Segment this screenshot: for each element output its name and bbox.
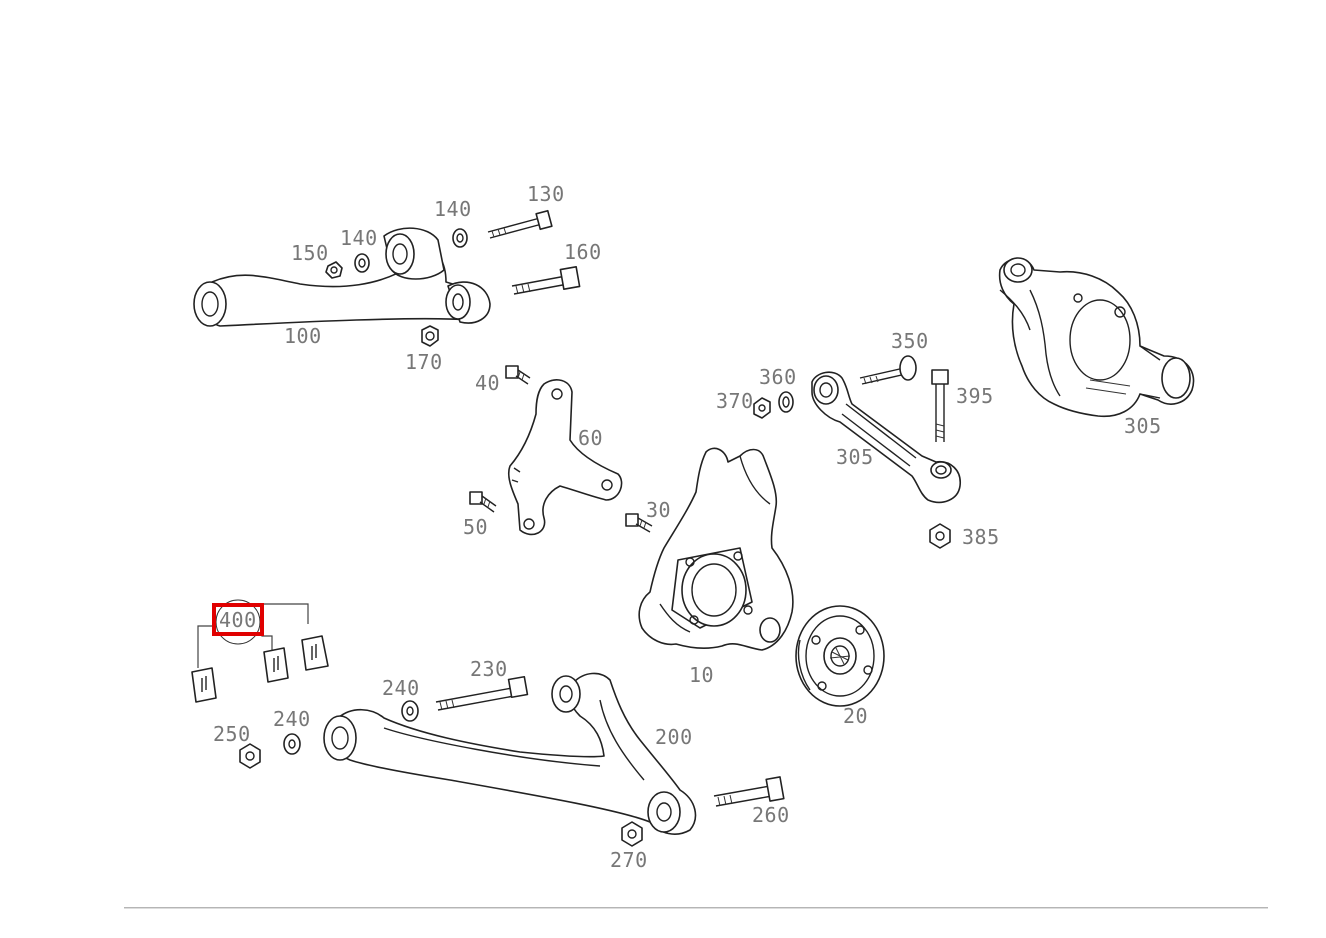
- part-350-bolt[interactable]: [859, 355, 917, 385]
- callout-20[interactable]: 20: [843, 704, 869, 728]
- part-140-washer-2[interactable]: [354, 253, 370, 273]
- callout-140[interactable]: 140: [434, 197, 472, 221]
- callout-150[interactable]: 150: [291, 241, 329, 265]
- callout-50[interactable]: 50: [463, 515, 489, 539]
- callout-385[interactable]: 385: [962, 525, 1000, 549]
- callout-260[interactable]: 260: [752, 803, 790, 827]
- callout-130[interactable]: 130: [527, 182, 565, 206]
- callout-40[interactable]: 40: [475, 371, 501, 395]
- part-400-shims[interactable]: [191, 599, 329, 703]
- callout-350[interactable]: 350: [891, 329, 929, 353]
- callout-240[interactable]: 240: [382, 676, 420, 700]
- callout-30[interactable]: 30: [646, 498, 672, 522]
- callout-60[interactable]: 60: [578, 426, 604, 450]
- part-50-bolt[interactable]: [469, 491, 497, 513]
- callout-230[interactable]: 230: [470, 657, 508, 681]
- callout-100[interactable]: 100: [284, 324, 322, 348]
- callout-140-second[interactable]: 140: [340, 226, 378, 250]
- callout-200[interactable]: 200: [655, 725, 693, 749]
- callout-395[interactable]: 395: [956, 384, 994, 408]
- part-150-nut[interactable]: [325, 261, 343, 279]
- part-240-washer[interactable]: [401, 700, 419, 722]
- part-305-link-arm[interactable]: [811, 371, 961, 504]
- callout-160[interactable]: 160: [564, 240, 602, 264]
- part-40-bolt[interactable]: [505, 365, 531, 385]
- part-305-actuator-assembly[interactable]: [998, 257, 1195, 418]
- callout-250[interactable]: 250: [213, 722, 251, 746]
- part-30-bolt[interactable]: [625, 513, 653, 533]
- callout-360[interactable]: 360: [759, 365, 797, 389]
- part-10-wheel-carrier[interactable]: [638, 447, 794, 651]
- callout-305-second[interactable]: 305: [1124, 414, 1162, 438]
- part-250-nut[interactable]: [239, 743, 261, 769]
- part-270-nut[interactable]: [621, 821, 643, 847]
- part-260-bolt[interactable]: [713, 776, 785, 807]
- part-100-upper-control-arm[interactable]: [193, 227, 491, 327]
- part-395-bolt[interactable]: [931, 369, 949, 442]
- callout-240-second[interactable]: 240: [273, 707, 311, 731]
- part-20-wheel-hub[interactable]: [795, 605, 885, 707]
- part-360-washer[interactable]: [778, 391, 794, 413]
- part-170-nut[interactable]: [421, 325, 439, 347]
- callout-170[interactable]: 170: [405, 350, 443, 374]
- part-385-nut[interactable]: [929, 523, 951, 549]
- part-370-nut[interactable]: [753, 397, 771, 419]
- callout-370[interactable]: 370: [716, 389, 754, 413]
- callout-10[interactable]: 10: [689, 663, 715, 687]
- callout-270[interactable]: 270: [610, 848, 648, 872]
- part-230-bolt[interactable]: [435, 675, 529, 711]
- callout-305[interactable]: 305: [836, 445, 874, 469]
- part-140-washer[interactable]: [452, 228, 468, 248]
- part-130-bolt[interactable]: [487, 209, 553, 239]
- part-60-bracket[interactable]: [507, 379, 623, 536]
- callout-400-highlighted[interactable]: 400: [212, 603, 264, 636]
- part-240-washer-2[interactable]: [283, 733, 301, 755]
- part-200-lower-control-arm[interactable]: [323, 672, 697, 835]
- footer-divider: [124, 907, 1268, 909]
- part-160-bolt[interactable]: [511, 265, 581, 295]
